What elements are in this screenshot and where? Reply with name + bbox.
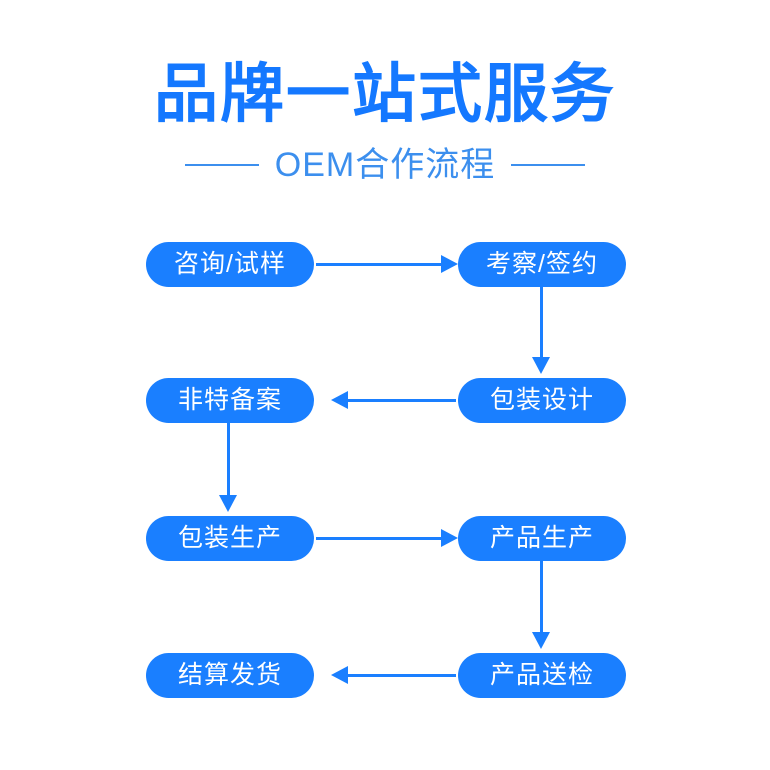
flow-node-step-8[interactable]: 结算发货 [146,653,314,698]
page-subtitle: OEM合作流程 [274,146,496,184]
connector-step4-step5-line [227,423,230,497]
arrow-down-icon [532,357,550,374]
connector-step6-step7-line [540,561,543,634]
subtitle-row: OEM合作流程 [0,145,770,185]
connector-step7-step8-line [348,674,456,677]
arrow-right-icon [441,529,458,547]
arrow-left-icon [331,391,348,409]
connector-step3-step4-line [348,399,456,402]
flow-node-step-4[interactable]: 非特备案 [146,378,314,423]
connector-step5-step6-line [316,537,442,540]
flow-node-step-1[interactable]: 咨询/试样 [146,242,314,287]
flow-node-step-2[interactable]: 考察/签约 [458,242,626,287]
arrow-right-icon [441,255,458,273]
subtitle-rule-left [184,164,259,166]
arrow-down-icon [219,495,237,512]
connector-step2-step3-line [540,287,543,359]
arrow-left-icon [331,666,348,684]
arrow-down-icon [532,632,550,649]
flow-node-step-7[interactable]: 产品送检 [458,653,626,698]
flow-node-step-6[interactable]: 产品生产 [458,516,626,561]
page-title: 品牌一站式服务 [154,58,616,130]
connector-step1-step2-line [316,263,442,266]
flow-node-step-5[interactable]: 包装生产 [146,516,314,561]
subtitle-rule-right [511,164,586,166]
flow-node-step-3[interactable]: 包装设计 [458,378,626,423]
